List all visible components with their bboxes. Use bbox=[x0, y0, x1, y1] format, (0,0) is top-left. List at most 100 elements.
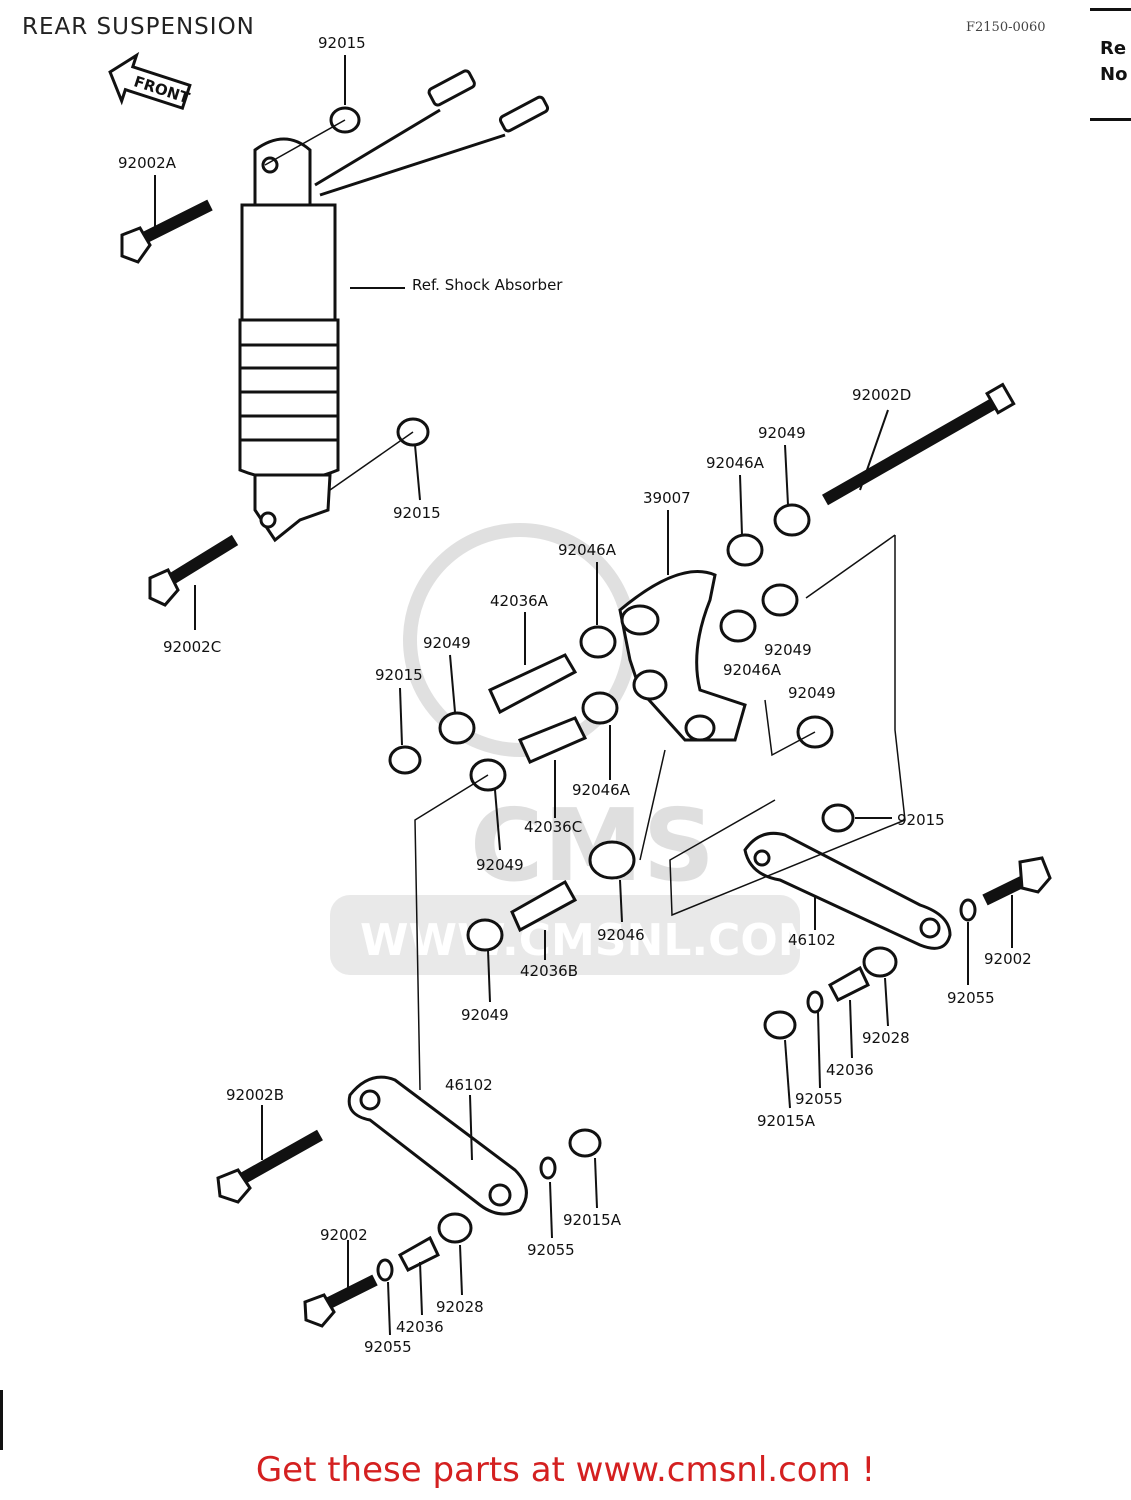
shock-top-eye bbox=[253, 137, 312, 207]
rocker-hole-2 bbox=[632, 669, 668, 701]
corner-rule-bottom bbox=[1090, 118, 1131, 121]
front-arrow-icon bbox=[108, 51, 192, 111]
part-label: 92049 bbox=[423, 634, 471, 652]
leader-p20 bbox=[619, 879, 623, 923]
page-title: REAR SUSPENSION bbox=[22, 14, 255, 40]
bolt-92002B-head bbox=[216, 1168, 252, 1204]
leader-p29 bbox=[784, 1039, 791, 1109]
leader-p7 bbox=[739, 474, 743, 536]
oring-92055-right bbox=[959, 898, 977, 922]
nut-92015-left bbox=[388, 745, 422, 775]
part-label: 92015 bbox=[393, 504, 441, 522]
assembly-line-7 bbox=[639, 749, 666, 861]
leader-p33 bbox=[549, 1181, 553, 1239]
part-label: 92049 bbox=[758, 424, 806, 442]
part-label: 92002 bbox=[984, 950, 1032, 968]
part-label: 92015A bbox=[757, 1112, 816, 1130]
bushing-92046 bbox=[588, 840, 636, 880]
shock-top-hole bbox=[261, 156, 279, 174]
part-label: 92028 bbox=[862, 1029, 910, 1047]
hose-fitting-1 bbox=[427, 69, 476, 107]
oring-92055-right-2 bbox=[806, 990, 824, 1014]
leader-p18 bbox=[494, 789, 501, 851]
part-label: 92002A bbox=[118, 154, 177, 172]
bolt-92002A-head bbox=[120, 226, 152, 264]
part-label: 92046A bbox=[723, 661, 782, 679]
part-label: 92055 bbox=[795, 1090, 843, 1108]
footer-link-text[interactable]: Get these parts at www.cmsnl.com ! bbox=[255, 1450, 876, 1490]
part-label: 42036C bbox=[524, 818, 582, 836]
part-label: 92055 bbox=[947, 989, 995, 1007]
bolt-92002-lower-head bbox=[303, 1293, 336, 1328]
bolt-92002B-shank bbox=[237, 1129, 323, 1186]
nut-92015A-right bbox=[763, 1010, 797, 1040]
oring-92055-left bbox=[539, 1156, 557, 1180]
sleeve-42036-right bbox=[827, 965, 870, 1002]
part-label: 92015 bbox=[375, 666, 423, 684]
part-label: 92049 bbox=[788, 684, 836, 702]
shock-upper-body bbox=[240, 203, 337, 322]
watermark-logo: CMS bbox=[470, 787, 715, 904]
part-label: 42036 bbox=[396, 1318, 444, 1336]
part-label: 92002B bbox=[226, 1086, 284, 1104]
reference-label: Ref. Shock Absorber bbox=[412, 276, 563, 294]
part-labels: 92015 92002A Ref. Shock Absorber 92015 9… bbox=[118, 34, 1032, 1356]
collar-92049-2 bbox=[761, 583, 799, 617]
part-label: 92015 bbox=[318, 34, 366, 52]
part-label: 92002D bbox=[852, 386, 911, 404]
part-label: 42036B bbox=[520, 962, 578, 980]
leader-p28 bbox=[817, 1011, 821, 1089]
bolt-92002D-head bbox=[985, 382, 1016, 415]
watermark: CMS WWW.CMSNL.COM bbox=[330, 523, 822, 975]
left-edge-rule bbox=[0, 1390, 3, 1450]
bolt-92002D-shank bbox=[822, 394, 1003, 506]
sleeve-42036C bbox=[517, 716, 588, 764]
tie-rod-left-body bbox=[347, 1075, 528, 1216]
shock-hoses bbox=[314, 108, 506, 197]
part-label: 92046A bbox=[706, 454, 765, 472]
assembly-line-4 bbox=[669, 535, 906, 917]
bolt-92002-lower-shank bbox=[322, 1274, 378, 1311]
part-label: 92049 bbox=[764, 641, 812, 659]
corner-text: Re No bbox=[1100, 36, 1127, 88]
rocker-hole-1 bbox=[620, 604, 660, 636]
sleeve-42036-left bbox=[397, 1235, 440, 1272]
part-label: 92046A bbox=[572, 781, 631, 799]
part-label: 42036 bbox=[826, 1061, 874, 1079]
tie-rod-right-hole-1 bbox=[753, 849, 771, 867]
leader-p6 bbox=[784, 444, 789, 506]
part-label: 92015A bbox=[563, 1211, 622, 1229]
oring-92055-left-2 bbox=[376, 1258, 394, 1282]
assembly-line-3 bbox=[805, 534, 896, 599]
bolt-92002C-head bbox=[148, 568, 180, 607]
part-label: 92046 bbox=[597, 926, 645, 944]
part-label: 46102 bbox=[445, 1076, 493, 1094]
nut-92015-right bbox=[821, 803, 855, 833]
leader-p27 bbox=[849, 999, 853, 1059]
rocker-39007 bbox=[618, 570, 747, 742]
leader-p36 bbox=[459, 1244, 463, 1296]
part-label: 92028 bbox=[436, 1298, 484, 1316]
leader-p3 bbox=[414, 444, 421, 501]
front-arrow: FRONT bbox=[108, 51, 193, 111]
leader-p32 bbox=[594, 1157, 598, 1209]
nut-92015A-left bbox=[568, 1128, 602, 1158]
assembly-line-6 bbox=[414, 774, 489, 1091]
bolts bbox=[120, 199, 1052, 1328]
watermark-url: WWW.CMSNL.COM bbox=[360, 915, 822, 966]
shock-bottom-hole bbox=[259, 511, 277, 529]
rocker-hole-3 bbox=[684, 714, 716, 742]
collar-92049-4 bbox=[438, 711, 476, 745]
corner-rule-top bbox=[1090, 8, 1131, 11]
collar-92049-6 bbox=[466, 918, 504, 952]
bushing-92046A-4 bbox=[581, 691, 619, 725]
leader-p37 bbox=[387, 1281, 391, 1336]
leader-p31 bbox=[469, 1094, 473, 1161]
leader-p35 bbox=[419, 1261, 423, 1316]
corner-line-2: No bbox=[1100, 64, 1128, 85]
sleeve-42036A bbox=[488, 653, 578, 715]
collar-92028-right bbox=[862, 946, 898, 978]
part-label: 92002 bbox=[320, 1226, 368, 1244]
bushing-92046A-2 bbox=[719, 609, 757, 643]
